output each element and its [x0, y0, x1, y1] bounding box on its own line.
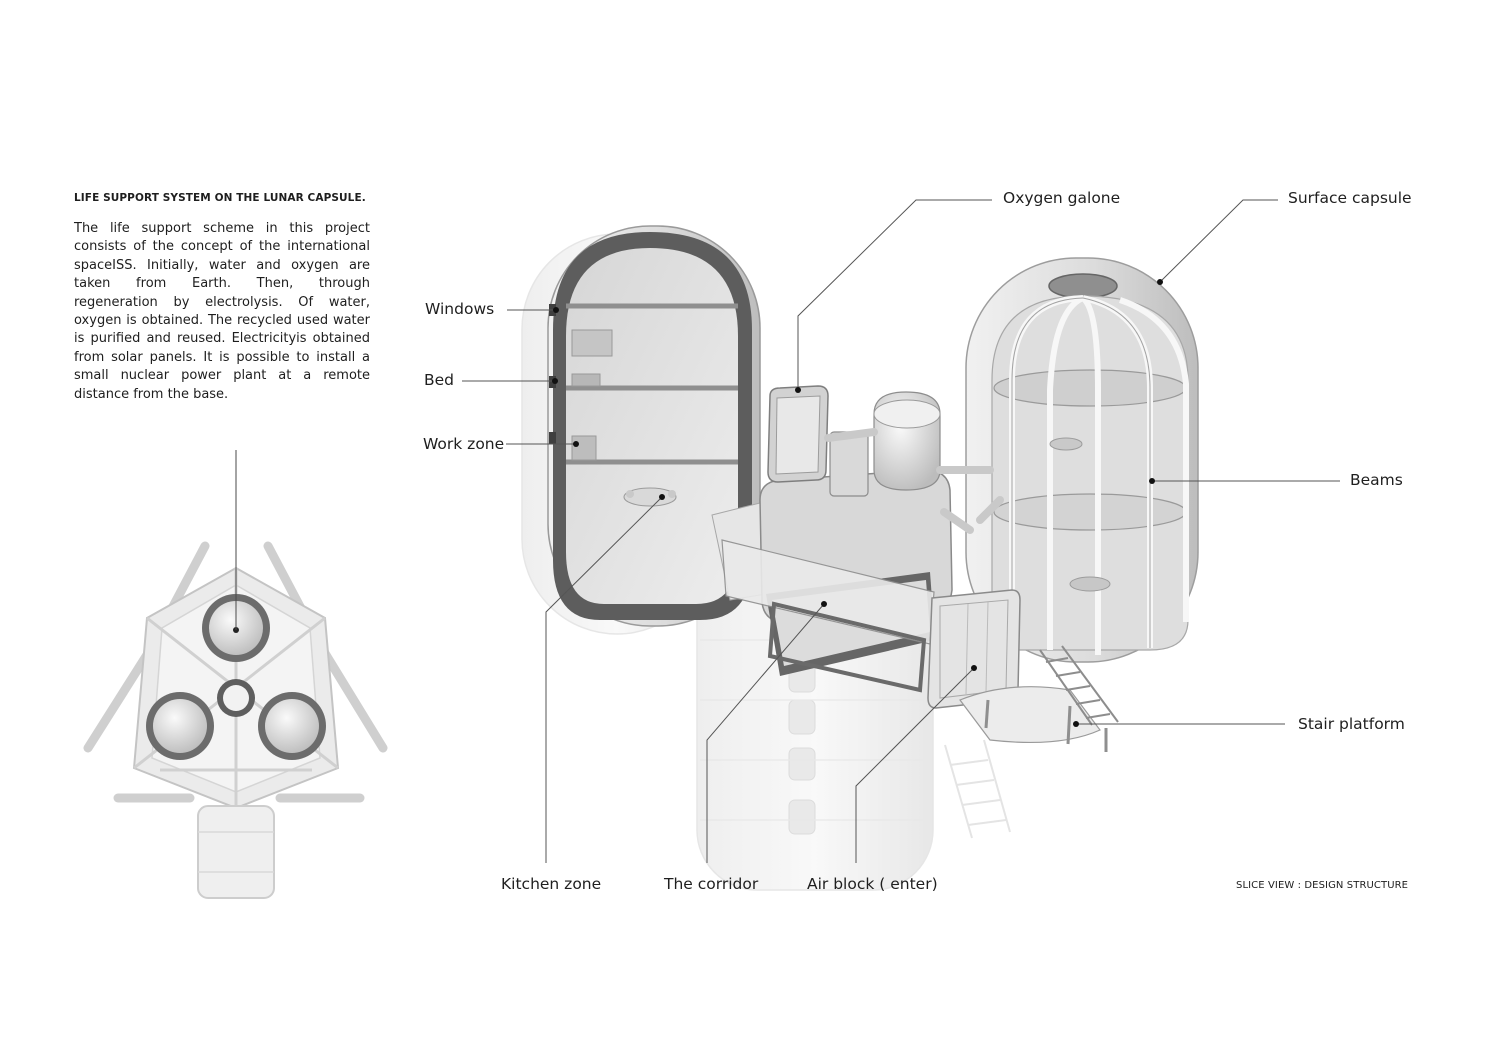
view-caption: SLICE VIEW : DESIGN STRUCTURE [1236, 880, 1409, 891]
surface-capsule [965, 257, 1199, 663]
label-beams: Beams [1350, 471, 1403, 489]
leader-lines [462, 199, 1340, 863]
label-oxygen-galone: Oxygen galone [1003, 189, 1121, 207]
label-bed: Bed [424, 371, 455, 389]
corridor-module [711, 469, 1119, 752]
label-work-zone: Work zone [423, 435, 505, 453]
label-air-block: Air block ( enter) [807, 875, 938, 893]
plan-view [83, 450, 388, 899]
label-kitchen-zone: Kitchen zone [501, 875, 602, 893]
plan-right-tank [258, 692, 326, 760]
label-surface-capsule: Surface capsule [1288, 189, 1412, 207]
panel-title: LIFE SUPPORT SYSTEM ON THE LUNAR CAPSULE… [74, 192, 366, 204]
label-the-corridor: The corridor [664, 875, 759, 893]
living-capsule [547, 225, 761, 627]
label-stair-platform: Stair platform [1298, 715, 1405, 733]
label-windows: Windows [425, 300, 495, 318]
stair-platform-shape [959, 645, 1119, 752]
panel-body: The life support scheme in this project … [74, 221, 370, 402]
plan-left-tank [146, 692, 214, 760]
plan-center-tank [217, 679, 255, 717]
oxygen-assembly [767, 385, 1004, 534]
